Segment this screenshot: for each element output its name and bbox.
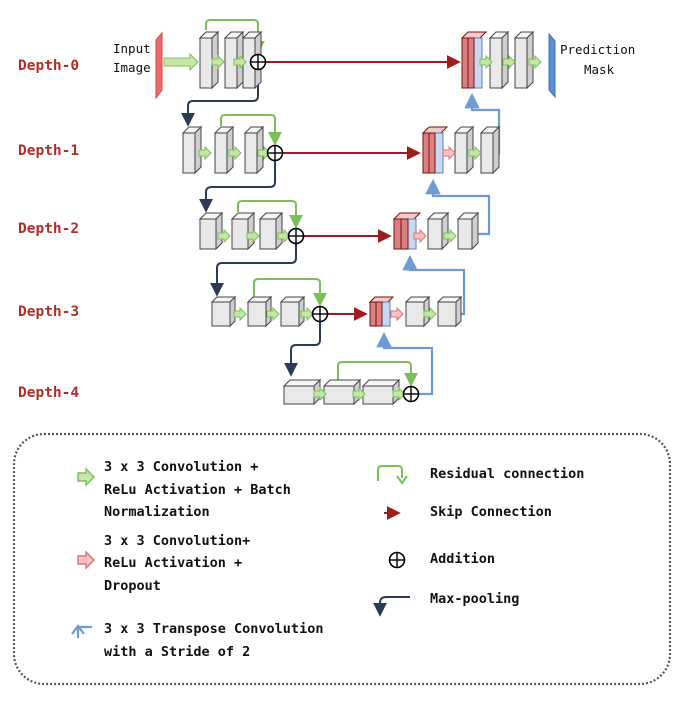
- enc1-conv-arrow-3: [257, 145, 271, 161]
- dec2-conv-arrow-1: [413, 228, 427, 244]
- input-arrow: [163, 52, 199, 72]
- depth-1-label: Depth-1: [18, 143, 79, 159]
- bott-block-1: [282, 378, 322, 406]
- dec0-conv-arrow-2: [502, 54, 516, 70]
- dec0-concat: [460, 31, 488, 89]
- enc2-residual: [237, 200, 303, 229]
- enc2-block-1: [198, 211, 224, 251]
- enc3-block-3: [279, 295, 306, 328]
- enc3-conv-arrow-1: [233, 306, 247, 322]
- enc3-residual: [253, 278, 327, 307]
- legend-residual-text: Residual connection: [430, 466, 584, 482]
- dec2-concat: [392, 212, 422, 250]
- output-label-line2: Mask: [584, 62, 615, 77]
- legend-residual-icon: [377, 465, 408, 485]
- dec2-block-1: [426, 211, 450, 251]
- legend-skip-text: Skip Connection: [430, 504, 552, 520]
- legend-transpose-conv-icon: [71, 624, 92, 638]
- enc3-block-1: [210, 295, 237, 328]
- depth-2-label: Depth-2: [18, 221, 79, 237]
- enc2-conv-arrow-1: [217, 228, 231, 244]
- legend-transpose-line2: with a Stride of 2: [104, 644, 250, 660]
- legend-box: [12, 432, 672, 686]
- legend-addition-icon: [388, 551, 406, 569]
- dec1-conv-arrow-1: [442, 145, 456, 161]
- legend-conv-dropout-line3: Dropout: [104, 578, 161, 594]
- maxpool-0-1: [181, 70, 259, 127]
- legend-conv-dropout-line2: ReLu Activation +: [104, 555, 242, 571]
- bott-conv-arrow-1: [313, 386, 327, 402]
- legend-addition-text: Addition: [430, 551, 495, 567]
- enc2-block-2: [230, 211, 256, 251]
- enc2-conv-arrow-2: [246, 228, 260, 244]
- dec3-conv-arrow-1: [390, 306, 404, 322]
- input-label-line1: Input: [113, 41, 151, 56]
- enc3-conv-arrow-3: [300, 306, 314, 322]
- legend-transpose-line1: 3 x 3 Transpose Convolution: [104, 621, 323, 637]
- depth-3-label: Depth-3: [18, 304, 79, 320]
- enc0-conv-arrow-2: [233, 54, 247, 70]
- depth-4-label: Depth-4: [18, 385, 79, 401]
- enc1-block-1: [181, 125, 203, 175]
- enc1-residual: [220, 114, 282, 146]
- enc1-conv-arrow-2: [228, 145, 242, 161]
- dec3-concat: [368, 296, 395, 327]
- legend-conv-dropout-line1: 3 x 3 Convolution+: [104, 533, 250, 549]
- input-image-slab: [155, 31, 163, 100]
- enc3-addition: [311, 305, 329, 323]
- upconv-4-3: [376, 331, 434, 396]
- enc3-block-2: [246, 295, 273, 328]
- enc2-block-3: [258, 211, 284, 251]
- depth-0-label: Depth-0: [18, 58, 79, 74]
- dec3-block-2: [436, 295, 463, 328]
- bott-residual: [337, 361, 418, 387]
- enc3-conv-arrow-2: [266, 306, 280, 322]
- prediction-mask-slab: [548, 32, 556, 99]
- bott-addition: [402, 385, 420, 403]
- legend-maxpool-text: Max-pooling: [430, 591, 519, 607]
- enc0-conv-arrow-1: [211, 54, 225, 70]
- dec2-block-2: [456, 211, 480, 251]
- maxpool-1-2: [199, 161, 276, 213]
- output-label-line1: Prediction: [560, 42, 635, 57]
- dec1-concat: [421, 126, 449, 174]
- bott-block-3: [361, 378, 401, 406]
- dec1-conv-arrow-2: [468, 145, 482, 161]
- bott-conv-arrow-2: [352, 386, 366, 402]
- input-label-line2: Image: [113, 60, 151, 75]
- dec2-conv-arrow-2: [443, 228, 457, 244]
- enc0-residual: [205, 19, 265, 55]
- legend-conv-bn-icon: [77, 467, 95, 487]
- enc1-addition: [266, 144, 284, 162]
- maxpool-2-3: [210, 244, 297, 297]
- legend-conv-dropout-icon: [77, 550, 95, 570]
- dec1-block-2: [479, 125, 501, 175]
- legend-conv-bn-line2: ReLu Activation + Batch: [104, 482, 291, 498]
- legend-maxpool-icon: [373, 596, 410, 617]
- enc2-conv-arrow-3: [277, 228, 291, 244]
- dec3-conv-arrow-2: [423, 306, 437, 322]
- enc0-addition: [249, 53, 267, 71]
- enc2-addition: [287, 227, 305, 245]
- bott-conv-arrow-3: [392, 386, 406, 402]
- legend-conv-bn-line1: 3 x 3 Convolution +: [104, 459, 258, 475]
- bott-block-2: [322, 378, 362, 406]
- enc1-conv-arrow-1: [198, 145, 212, 161]
- upconv-3-2: [402, 254, 466, 316]
- enc0-block-1: [198, 30, 220, 90]
- maxpool-3-4: [284, 322, 321, 377]
- dec0-conv-arrow-3: [528, 54, 542, 70]
- dec0-conv-arrow-1: [479, 54, 493, 70]
- upconv-2-1: [425, 178, 491, 236]
- dec1-block-1: [453, 125, 475, 175]
- legend-conv-bn-line3: Normalization: [104, 504, 210, 520]
